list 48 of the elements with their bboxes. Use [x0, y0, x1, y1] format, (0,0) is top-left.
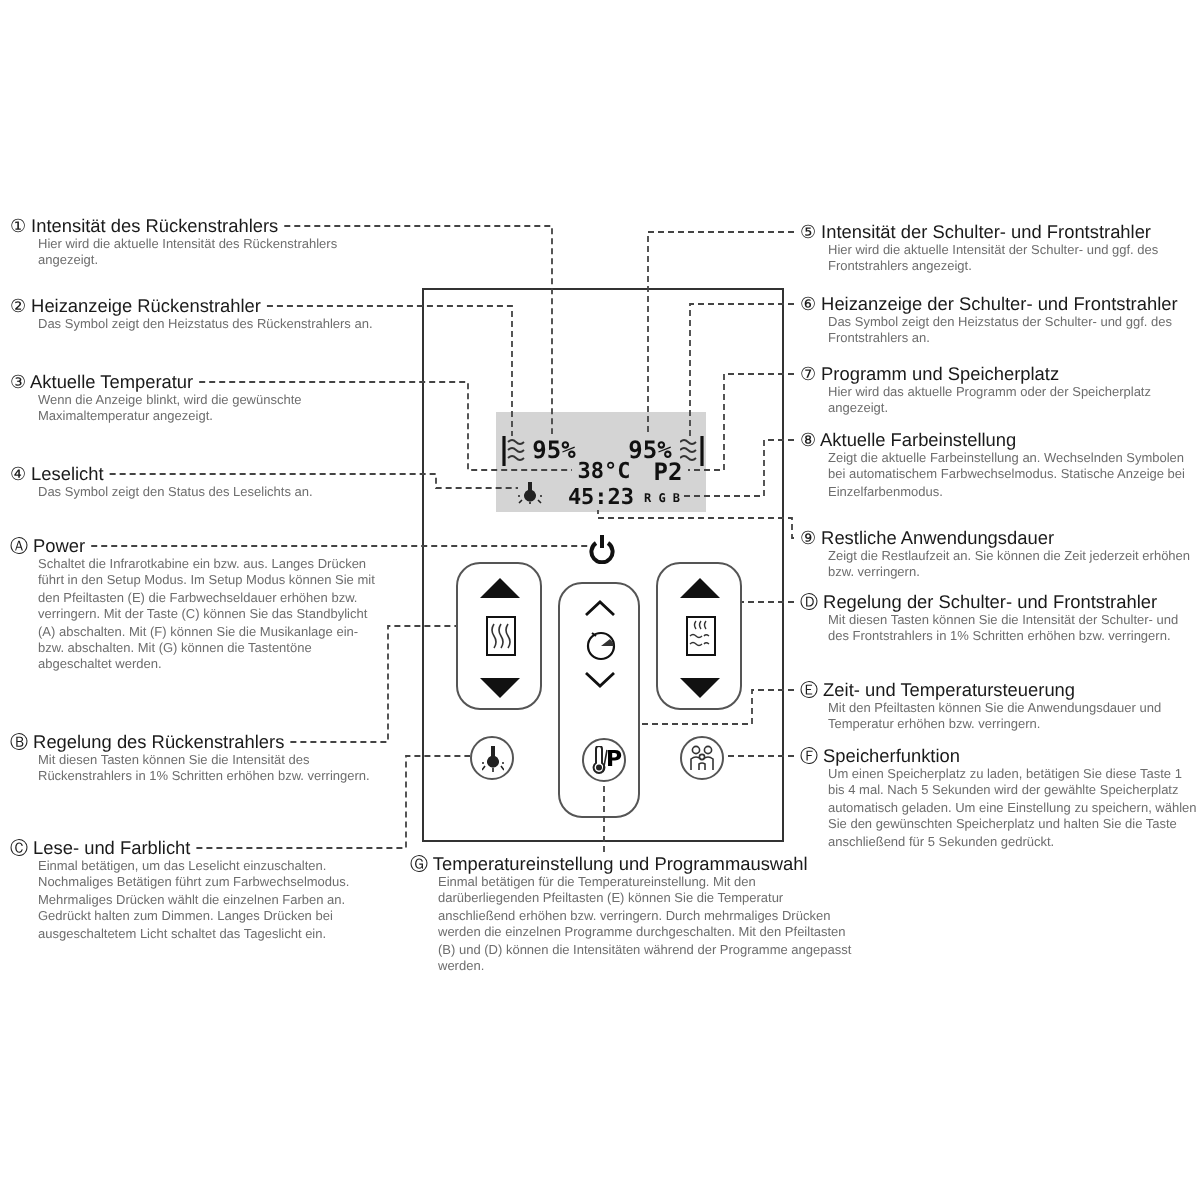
callout-heading: Ⓓ Regelung der Schulter- und Frontstrahler: [800, 590, 1158, 614]
callout-heading: ④ Leselicht: [10, 462, 104, 486]
callout-heading: ⑨ Restliche Anwendungsdauer: [800, 526, 1055, 550]
family-button: [680, 736, 724, 780]
leader-line: [639, 689, 795, 725]
control-panel: [422, 288, 784, 842]
callout-heading: Ⓕ Speicherfunktion: [800, 744, 960, 768]
callout-heading: ⑥ Heizanzeige der Schulter- und Frontstrahler: [800, 292, 1178, 316]
callout-heading: ⑧ Aktuelle Farbeinstellung: [800, 428, 1017, 452]
button-group: [558, 582, 640, 818]
display-readout: 38°C: [572, 460, 636, 484]
leader-line: [647, 231, 795, 435]
leader-line: [198, 381, 573, 471]
lcd-display: [496, 412, 706, 512]
leader-line: [283, 225, 553, 435]
callout-heading: ② Heizanzeige Rückenstrahler: [10, 294, 261, 318]
callout-heading: Ⓐ Power: [10, 534, 86, 558]
callout-heading: ① Intensität des Rückenstrahlers: [10, 214, 279, 238]
callout-heading: ③ Aktuelle Temperatur: [10, 370, 194, 394]
power-icon: [588, 534, 616, 564]
display-readout: 95%: [526, 434, 582, 466]
leader-line: [195, 755, 471, 849]
leader-line: [603, 781, 605, 853]
callout-heading: Ⓔ Zeit- und Temperatursteuerung: [800, 678, 1076, 702]
light-button: [470, 736, 514, 780]
leader-line: [723, 755, 795, 757]
leader-line: [741, 601, 795, 603]
leader-line: [597, 509, 795, 539]
leader-line: [683, 439, 795, 497]
display-readout: 45:23: [564, 486, 638, 510]
lamp-icon: [518, 478, 542, 502]
heater-indicator-icon: [680, 436, 704, 466]
callout-heading: ⑤ Intensität der Schulter- und Frontstrahler: [800, 220, 1151, 244]
button-group: [456, 562, 542, 710]
leader-line: [689, 303, 795, 437]
display-readout: P2: [648, 460, 688, 484]
leader-line: [266, 305, 513, 437]
callout-heading: Ⓒ Lese- und Farblicht: [10, 836, 191, 860]
heater-indicator-icon: [502, 436, 526, 466]
leader-line: [289, 625, 457, 743]
temperature-program-button: P: [582, 738, 626, 782]
callout-heading: Ⓑ Regelung des Rückenstrahlers: [10, 730, 285, 754]
leader-line: [108, 473, 519, 489]
callout-heading: Ⓖ Temperatureinstellung und Programmauswahl: [410, 852, 808, 876]
button-group: [656, 562, 742, 710]
leader-line: [687, 373, 795, 471]
callout-heading: ⑦ Programm und Speicherplatz: [800, 362, 1060, 386]
leader-line: [90, 545, 589, 547]
